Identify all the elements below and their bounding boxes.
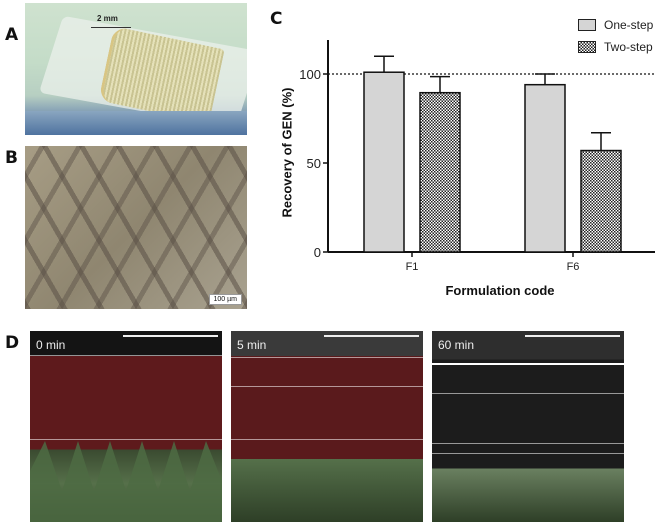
time-label: 60 min [438, 338, 475, 352]
scale-bar [324, 335, 419, 337]
x-axis-label: Formulation code [445, 283, 555, 298]
y-axis-label: Recovery of GEN (%) [279, 87, 295, 218]
legend-item-one-step: One-step [578, 14, 653, 36]
svg-text:F6: F6 [567, 261, 580, 273]
oct-frame-0min: 0 min [30, 331, 222, 522]
scale-bar [525, 335, 620, 337]
scale-bar [123, 335, 218, 337]
time-label: 5 min [237, 338, 267, 352]
time-label: 0 min [36, 338, 66, 352]
svg-text:F1: F1 [406, 261, 419, 273]
bar-one-step-f6 [524, 83, 566, 253]
scale-bar-a-label: 2 mm [97, 14, 118, 23]
bar-two-step-f1 [419, 91, 461, 253]
svg-text:0: 0 [314, 245, 321, 260]
svg-text:100: 100 [299, 67, 321, 82]
panel-label-a: A [5, 25, 19, 45]
bar-two-step-f6 [580, 149, 622, 253]
legend: One-step Two-step [578, 14, 653, 58]
legend-item-two-step: Two-step [578, 36, 653, 58]
bar-one-step-f1 [363, 71, 405, 253]
one-step-swatch [578, 19, 596, 31]
two-step-swatch [578, 41, 596, 53]
scale-bar-b-label: 100 µm [208, 294, 242, 305]
legend-label: Two-step [604, 40, 653, 54]
panel-label-b: B [5, 148, 18, 168]
scale-bar-a [91, 27, 131, 28]
needle-profile [30, 441, 222, 522]
oct-frame-60min: 60 min [432, 331, 624, 522]
panel-label-d: D [5, 333, 20, 353]
legend-label: One-step [604, 18, 654, 32]
panel-label-c: C [270, 9, 283, 29]
oct-frame-5min: 5 min [231, 331, 423, 522]
microneedle-array-photo: 2 mm [25, 3, 247, 135]
svg-text:50: 50 [307, 156, 321, 171]
needle-tips-micrograph: 100 µm [25, 146, 247, 309]
blue-base [25, 111, 247, 135]
